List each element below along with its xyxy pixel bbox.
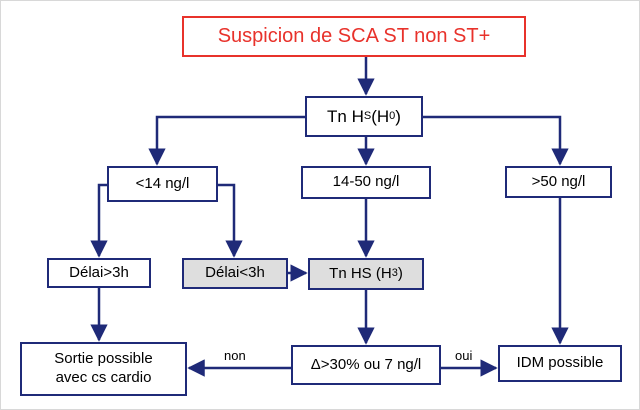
node-tn-h0-mid: (H	[371, 106, 390, 126]
node-tn-h0-end: )	[395, 106, 401, 126]
node-gt50: >50 ng/l	[505, 166, 612, 198]
node-range: 14-50 ng/l	[301, 166, 431, 199]
node-delai-lt3: Délai<3h	[182, 258, 288, 289]
edge-label-oui: oui	[455, 348, 473, 363]
edge-label-non: non	[224, 348, 246, 363]
arrow-lt14-to-delai-lt3	[218, 183, 243, 258]
node-sortie-line2: avec cs cardio	[55, 369, 152, 386]
node-sortie: Sortie possible avec cs cardio	[20, 342, 187, 396]
node-idm: IDM possible	[498, 345, 622, 382]
node-tn-h0-main: Tn H	[327, 106, 364, 126]
node-delai-gt3: Délai>3h	[47, 258, 151, 288]
arrow-lt14-to-delai-gt3	[90, 183, 108, 258]
node-tn-h3-main: Tn HS (H	[329, 264, 392, 282]
arrow-tn-h0-to-lt14	[148, 115, 305, 166]
arrow-tn-h0-to-gt50	[423, 115, 569, 166]
node-tn-h0-sub1: S	[363, 109, 372, 122]
node-tn-h3-end: )	[397, 264, 403, 282]
node-tn-h3-sub: 3	[391, 267, 398, 280]
node-sortie-line1: Sortie possible	[54, 350, 153, 368]
node-lt14: <14 ng/l	[107, 166, 218, 202]
node-delta: Δ>30% ou 7 ng/l	[291, 345, 441, 385]
diagram-title: Suspicion de SCA ST non ST+	[182, 16, 526, 57]
node-tn-h0-sub2: 0	[389, 109, 396, 122]
